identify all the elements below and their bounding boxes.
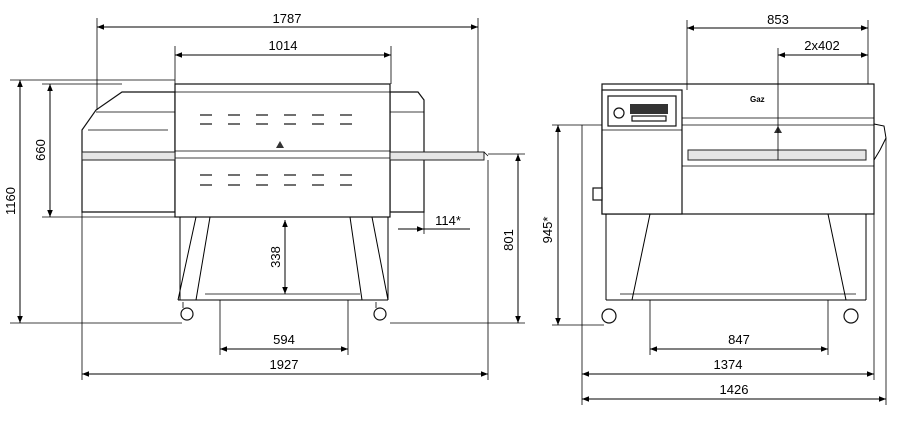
dim-1426: 1426 bbox=[720, 382, 749, 397]
dim-338: 338 bbox=[268, 246, 283, 268]
side-handle bbox=[873, 123, 887, 161]
front-legs bbox=[177, 216, 389, 301]
conveyor-right bbox=[389, 151, 485, 161]
conveyor-left bbox=[81, 151, 176, 161]
side-wheel-right bbox=[843, 308, 859, 324]
dim-1787: 1787 bbox=[273, 11, 302, 26]
dim-801: 801 bbox=[501, 229, 516, 251]
display-screen bbox=[630, 104, 668, 114]
lower-vents bbox=[200, 174, 352, 186]
front-wheel-left bbox=[180, 307, 194, 321]
front-wheel-right bbox=[373, 307, 387, 321]
front-dimensions: 1787 1014 1160 660 338 114* 801 594 bbox=[3, 11, 525, 380]
dim-945: 945* bbox=[540, 217, 555, 244]
dim-847: 847 bbox=[728, 332, 750, 347]
dim-853: 853 bbox=[767, 12, 789, 27]
side-view: Gaz bbox=[582, 83, 887, 324]
front-view bbox=[81, 83, 489, 321]
side-wheel-left bbox=[601, 308, 617, 324]
dim-1014: 1014 bbox=[269, 38, 298, 53]
panel-brand: Gaz bbox=[750, 95, 765, 104]
dim-2x402: 2x402 bbox=[804, 38, 839, 53]
side-conveyor bbox=[687, 149, 867, 161]
dim-660: 660 bbox=[33, 139, 48, 161]
dim-594: 594 bbox=[273, 332, 295, 347]
dim-114: 114* bbox=[435, 213, 461, 228]
warning-triangle-icon bbox=[276, 141, 284, 148]
oven-chamber bbox=[174, 83, 391, 218]
upper-vents bbox=[200, 114, 352, 125]
side-legs bbox=[605, 213, 867, 301]
dim-1927: 1927 bbox=[270, 357, 299, 372]
dim-1160: 1160 bbox=[3, 187, 18, 215]
power-knob-icon bbox=[613, 107, 625, 119]
side-dimensions: 853 2x402 945* 847 1374 1426 bbox=[540, 12, 887, 405]
dim-1374: 1374 bbox=[714, 357, 743, 372]
